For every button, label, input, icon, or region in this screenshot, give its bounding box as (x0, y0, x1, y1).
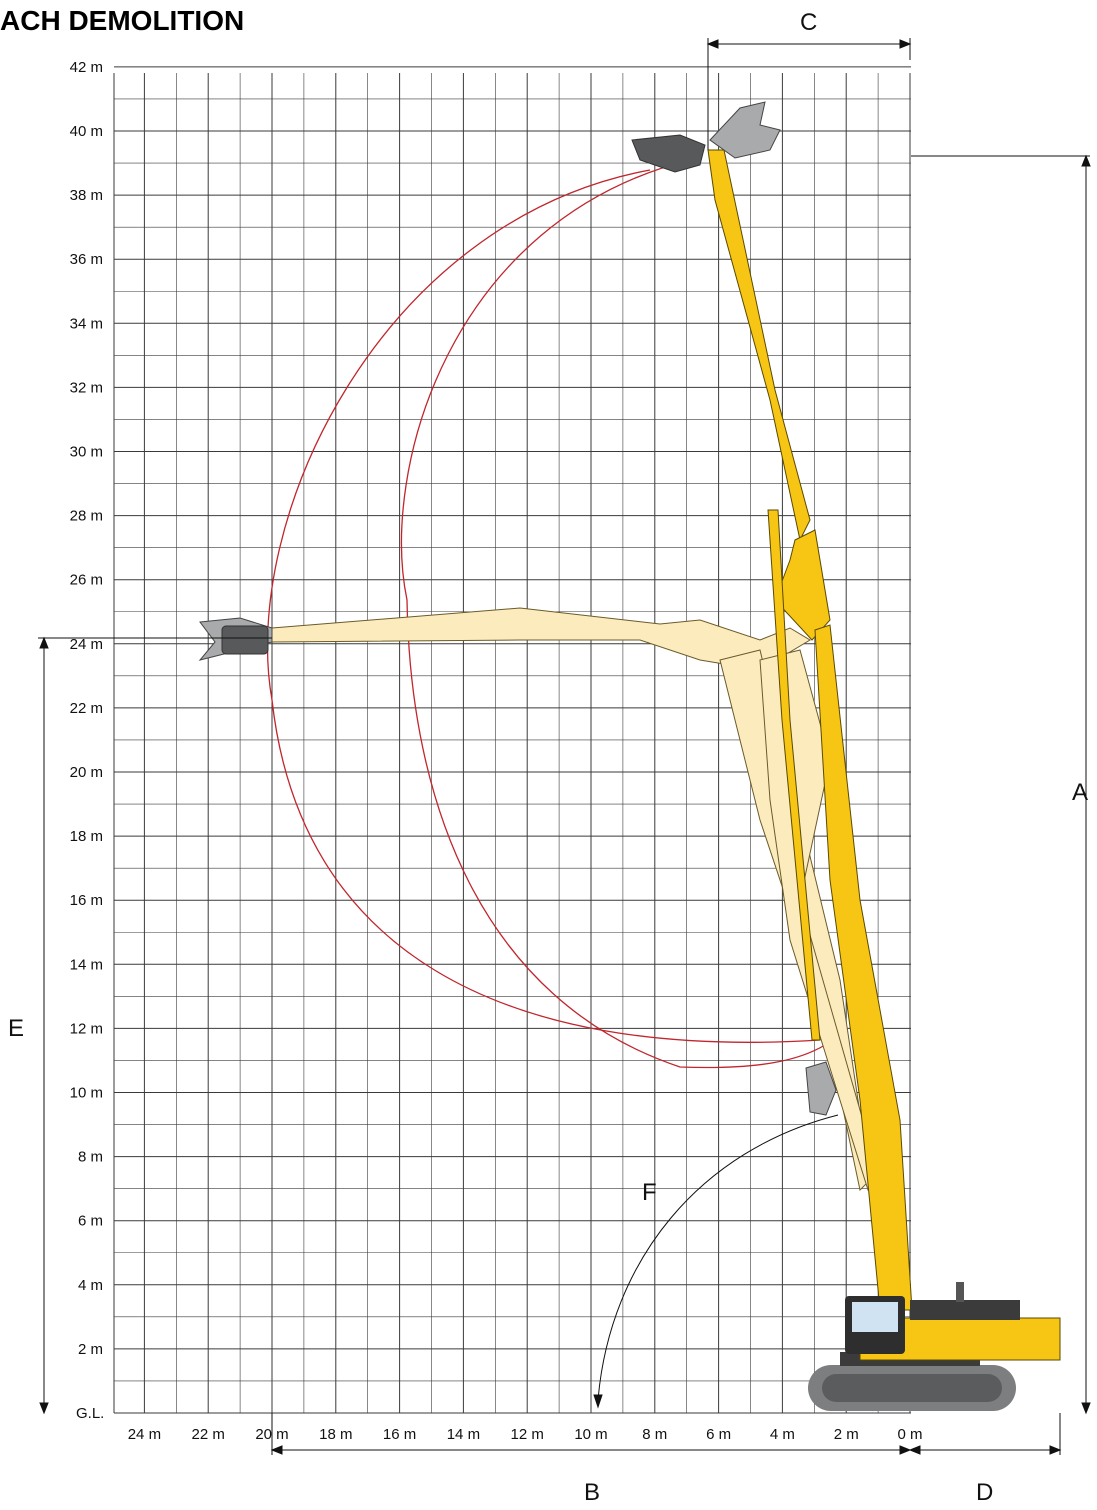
x-tick-label: 8 m (642, 1426, 667, 1443)
dimension-lines (38, 38, 1091, 1455)
page-title: ACH DEMOLITION (0, 5, 244, 36)
y-axis-ticks: G.L. 2 m 4 m 6 m 8 m 10 m 12 m 14 m 16 m 18 m 20 m… (70, 59, 105, 1422)
dim-label-b: B (584, 1479, 600, 1506)
dim-label-e: E (8, 1015, 24, 1042)
boom-cylinder (767, 509, 821, 1041)
y-tick-label: 42 m (70, 59, 103, 76)
y-tick-label: 10 m (70, 1085, 103, 1102)
cab-window (852, 1302, 898, 1332)
y-tick-label: 8 m (78, 1149, 103, 1166)
inner-reach-arc (400, 159, 826, 1069)
reach-arcs (266, 159, 826, 1069)
y-tick-label: 4 m (78, 1277, 103, 1294)
dim-label-d: D (976, 1479, 993, 1506)
y-tick-label: 36 m (70, 251, 103, 268)
y-tick-label: 26 m (70, 572, 103, 589)
dim-label-a: A (1072, 779, 1088, 806)
y-tick-label: 2 m (78, 1341, 103, 1358)
x-tick-label: 22 m (192, 1426, 225, 1443)
x-tick-label: 6 m (706, 1426, 731, 1443)
ghost-shear-body (221, 625, 269, 655)
x-tick-label: 0 m (897, 1426, 922, 1443)
y-tick-label: 30 m (70, 444, 103, 461)
y-tick-label: 24 m (70, 636, 103, 653)
y-tick-label: 12 m (70, 1020, 103, 1037)
top-shear-grey (709, 101, 781, 159)
boom-vertical (707, 149, 913, 1311)
y-tick-label: 32 m (70, 379, 103, 396)
boom-top-arm (707, 149, 811, 542)
x-axis-ticks: 0 m2 m4 m6 m8 m10 m12 m14 m16 m18 m20 m2… (128, 1426, 923, 1443)
x-tick-label: 18 m (319, 1426, 352, 1443)
x-tick-label: 14 m (447, 1426, 480, 1443)
dim-label-c: C (800, 9, 817, 36)
y-tick-label: 6 m (78, 1213, 103, 1230)
x-tick-label: 12 m (511, 1426, 544, 1443)
ghost-arm-horizontal (271, 607, 811, 671)
engine-hood (910, 1300, 1020, 1320)
track-inner (822, 1374, 1002, 1402)
y-tick-label: 16 m (70, 892, 103, 909)
top-attachment (631, 101, 781, 173)
dim-label-f: F (642, 1179, 657, 1206)
excavator (808, 1282, 1061, 1411)
y-tick-label: 38 m (70, 187, 103, 204)
top-shear-dark (631, 134, 706, 173)
y-tick-label: 28 m (70, 508, 103, 525)
y-tick-label: 14 m (70, 956, 103, 973)
y-tick-label: G.L. (76, 1405, 104, 1422)
y-tick-label: 20 m (70, 764, 103, 781)
y-tick-label: 40 m (70, 123, 103, 140)
boom-extended-ghost (198, 607, 881, 1192)
outer-reach-arc (266, 169, 821, 1043)
y-tick-label: 18 m (70, 828, 103, 845)
x-tick-label: 2 m (834, 1426, 859, 1443)
x-tick-label: 24 m (128, 1426, 161, 1443)
y-tick-label: 22 m (70, 700, 103, 717)
x-tick-label: 16 m (383, 1426, 416, 1443)
x-tick-label: 4 m (770, 1426, 795, 1443)
boom-mid-section (774, 529, 831, 641)
x-tick-label: 10 m (574, 1426, 607, 1443)
y-tick-label: 34 m (70, 315, 103, 332)
lower-shear (805, 1061, 837, 1116)
exhaust (956, 1282, 964, 1302)
